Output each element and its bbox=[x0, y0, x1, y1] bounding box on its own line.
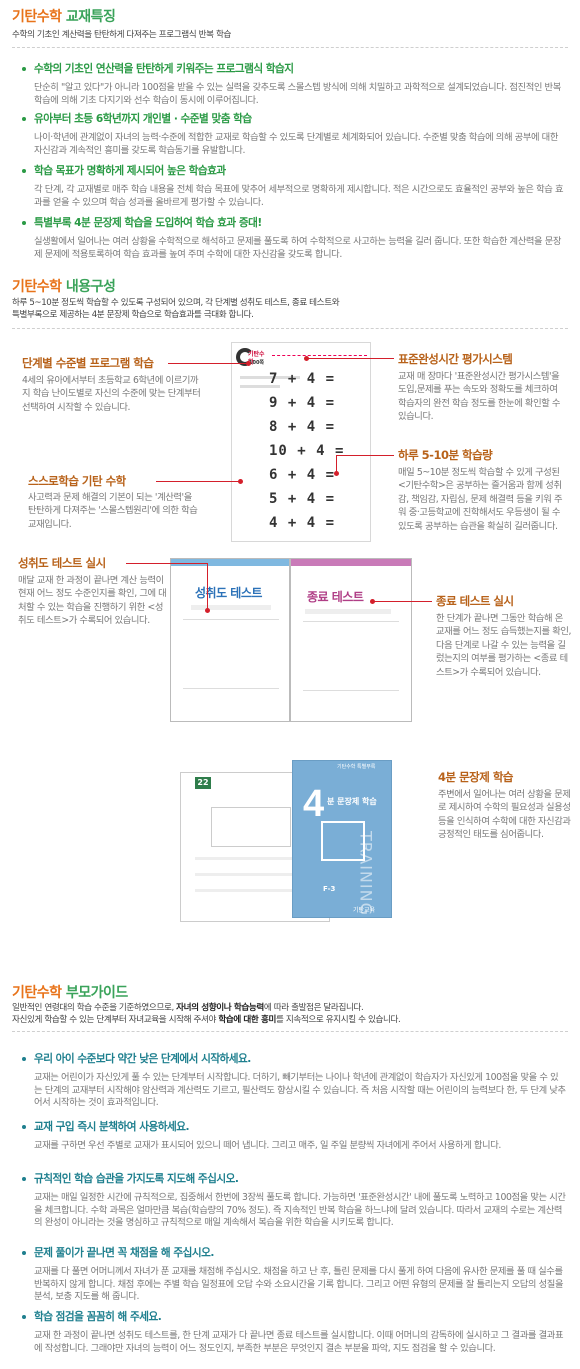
problem-7: 4 + 4 = bbox=[269, 515, 336, 531]
section3-subtitle-2: 자신있게 학습할 수 있는 단계부터 자녀교육을 시작해 주셔야 학습에 대한 … bbox=[12, 1015, 401, 1025]
four-title: 4분 문장제 학습 bbox=[438, 770, 514, 784]
daily-desc: 매일 5~10분 정도씩 학습할 수 있게 구성된 <기탄수학>은 공부하는 즐… bbox=[398, 467, 563, 532]
final-desc: 한 단계가 끝나면 그동안 학습해 온 교재를 어느 정도 습득했는지를 확인,… bbox=[436, 613, 572, 678]
feature-item: 특별부록 4분 문장제 학습을 도입하여 학습 효과 증대! 실생활에서 일어나… bbox=[22, 216, 566, 261]
bullet-icon bbox=[22, 1057, 26, 1062]
divider bbox=[12, 1031, 568, 1032]
problem-6: 5 + 4 = bbox=[269, 491, 336, 507]
callout-line bbox=[126, 563, 208, 564]
self-desc: 사고력과 문제 해결의 기본이 되는 '계산력'을 탄탄하게 다져주는 '스몰스… bbox=[28, 492, 198, 530]
achieve-title: 성취도 테스트 실시 bbox=[18, 556, 106, 570]
self-title: 스스로학습 기탄 수학 bbox=[28, 474, 126, 488]
callout-line bbox=[156, 481, 240, 482]
section1-title: 기탄수학 교재특징 bbox=[12, 9, 116, 25]
problem-1: 7 + 4 = bbox=[269, 371, 336, 387]
section3-subtitle-1: 일반적인 연령대의 학습 수준을 기준하였으므로, 자녀의 성향이나 학습능력에… bbox=[12, 1003, 364, 1013]
problem-2: 9 + 4 = bbox=[269, 395, 336, 411]
problem-4: 10 + 4 = bbox=[269, 443, 345, 459]
final-test-page: 종료 테스트 bbox=[290, 558, 412, 722]
bullet-icon bbox=[22, 221, 26, 226]
section2-subtitle-1: 하루 5~10분 정도씩 학습할 수 있도록 구성되어 있으며, 각 단계별 성… bbox=[12, 298, 340, 308]
bullet-icon bbox=[22, 1315, 26, 1320]
divider bbox=[12, 47, 568, 48]
achievement-test-page: 성취도 테스트 bbox=[170, 558, 290, 722]
achieve-desc: 매달 교재 한 과정이 끝나면 계산 능력이 현재 어느 정도 수준인지를 확인… bbox=[18, 575, 167, 627]
daily-title: 하루 5-10분 학습량 bbox=[398, 448, 493, 462]
guide-item: 규칙적인 학습 습관을 가지도록 지도해 주십시오. 교재는 매일 일정한 시간… bbox=[22, 1172, 566, 1230]
guide-item: 우리 아이 수준보다 약간 낮은 단계에서 시작하세요. 교재는 어린이가 자신… bbox=[22, 1052, 566, 1110]
section3-title: 기탄수학 부모가이드 bbox=[12, 985, 128, 1001]
section1-subtitle: 수학의 기초인 계산력을 탄탄하게 다져주는 프로그램식 반복 학습 bbox=[12, 30, 231, 40]
callout-dot bbox=[238, 479, 243, 484]
feature-item: 유아부터 초등 6학년까지 개인별 · 수준별 맞춤 학습 나이·학년에 관계없… bbox=[22, 112, 566, 157]
guide-item: 교재 구입 즉시 분책하여 사용하세요. 교재를 구하면 우선 주별로 교재가 … bbox=[22, 1120, 566, 1153]
callout-line bbox=[372, 601, 432, 602]
callout-dot bbox=[246, 361, 251, 366]
bullet-icon bbox=[22, 117, 26, 122]
callout-dot bbox=[205, 608, 210, 613]
feature-item: 학습 목표가 명확하게 제시되어 높은 학습효과 각 단계, 각 교재별로 매주… bbox=[22, 164, 566, 209]
std-title: 표준완성시간 평가시스템 bbox=[398, 352, 513, 366]
four-minute-cover: 기탄수학 특별부록 4 분 문장제 학습 TRAINING F-3 기탄교육 bbox=[292, 760, 392, 918]
callout-line bbox=[336, 455, 394, 456]
callout-dot bbox=[334, 471, 339, 476]
bullet-icon bbox=[22, 1251, 26, 1256]
bullet-icon bbox=[22, 67, 26, 72]
callout-dot bbox=[304, 356, 309, 361]
bullet-icon bbox=[22, 169, 26, 174]
callout-line bbox=[306, 358, 394, 359]
bullet-icon bbox=[22, 1177, 26, 1182]
level-title: 단계별 수준별 프로그램 학습 bbox=[22, 356, 154, 370]
divider bbox=[12, 328, 568, 329]
workbook-logo: 기탄수학 100쪽 bbox=[236, 348, 266, 370]
section2-subtitle-2: 특별부록으로 제공하는 4분 문장제 학습으로 학습효과를 극대화 합니다. bbox=[12, 310, 254, 320]
guide-item: 문제 풀이가 끝나면 꼭 채점을 해 주십시오. 교재를 다 풀면 어머니께서 … bbox=[22, 1246, 566, 1304]
callout-line bbox=[336, 455, 337, 473]
callout-dot bbox=[370, 599, 375, 604]
std-desc: 교재 매 장마다 '표준완성시간 평가시스템'을 도입,문제를 푸는 속도와 정… bbox=[398, 371, 561, 423]
timer-bar bbox=[272, 355, 367, 359]
section2-title: 기탄수학 내용구성 bbox=[12, 279, 116, 295]
guide-item: 학습 점검을 꼼꼼히 해 주세요. 교재 한 과정이 끝나면 성취도 테스트를,… bbox=[22, 1310, 566, 1355]
problem-3: 8 + 4 = bbox=[269, 419, 336, 435]
problem-5: 6 + 4 = bbox=[269, 467, 336, 483]
instruction-line bbox=[240, 376, 300, 379]
four-desc: 주변에서 일어나는 여러 상황을 문제로 제시하여 수학의 필요성과 실용성 등… bbox=[438, 789, 571, 841]
instruction-line bbox=[240, 385, 280, 388]
workbook-page: 기탄수학 100쪽 bbox=[231, 342, 371, 542]
level-desc: 4세의 유아에서부터 초등학교 6학년에 이르기까지 학습 난이도별로 자신의 … bbox=[22, 375, 201, 413]
final-title: 종료 테스트 실시 bbox=[436, 594, 514, 608]
feature-item: 수학의 기초인 연산력을 탄탄하게 키워주는 프로그램식 학습지 단순히 "알고… bbox=[22, 62, 566, 107]
callout-line bbox=[207, 563, 208, 611]
callout-line bbox=[168, 363, 248, 364]
bullet-icon bbox=[22, 1125, 26, 1130]
